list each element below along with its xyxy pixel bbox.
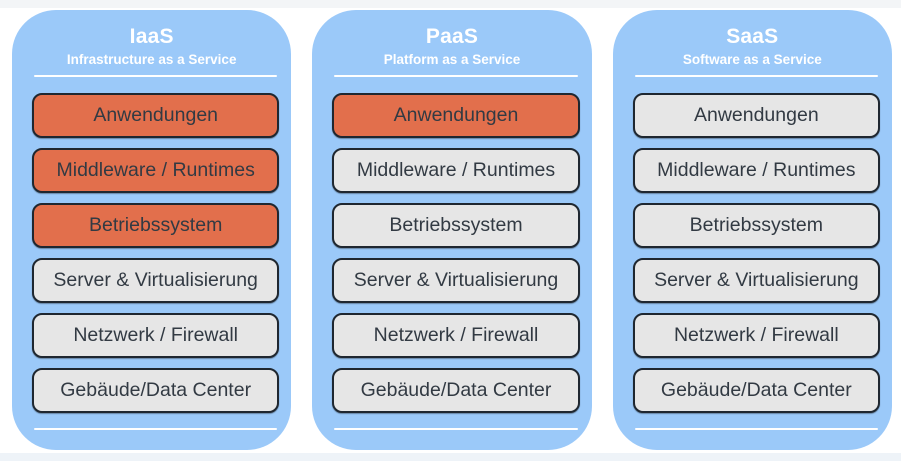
service-model-column-paas: PaaS Platform as a Service Anwendungen M… (312, 10, 592, 450)
layer-box: Netzwerk / Firewall (632, 313, 880, 358)
layer-box: Anwendungen (632, 93, 880, 138)
layer-box: Netzwerk / Firewall (32, 313, 280, 358)
layer-box: Gebäude/Data Center (632, 368, 880, 413)
header-divider-line (634, 75, 878, 77)
column-subtitle: Infrastructure as a Service (66, 52, 237, 67)
layer-box: Server & Virtualisierung (632, 258, 880, 303)
column-header: PaaS Platform as a Service (332, 25, 579, 67)
layer-stack: Anwendungen Middleware / Runtimes Betrie… (632, 93, 880, 413)
layer-box: Server & Virtualisierung (32, 258, 280, 303)
layer-box: Anwendungen (32, 93, 280, 138)
header-divider-line (34, 75, 278, 77)
column-title: PaaS (425, 25, 479, 48)
column-subtitle: Software as a Service (682, 52, 822, 67)
layer-box: Middleware / Runtimes (32, 148, 280, 193)
layer-box: Netzwerk / Firewall (332, 313, 580, 358)
footer-divider-line (634, 428, 878, 430)
header-divider-line (334, 75, 578, 77)
column-header: SaaS Software as a Service (633, 25, 880, 67)
layer-stack: Anwendungen Middleware / Runtimes Betrie… (332, 93, 580, 413)
layer-stack: Anwendungen Middleware / Runtimes Betrie… (32, 93, 280, 413)
layer-box: Server & Virtualisierung (332, 258, 580, 303)
layer-box: Anwendungen (332, 93, 580, 138)
layer-box: Betriebssystem (332, 203, 580, 248)
column-header: IaaS Infrastructure as a Service (32, 25, 279, 67)
layer-box: Betriebssystem (632, 203, 880, 248)
layer-box: Middleware / Runtimes (332, 148, 580, 193)
layer-box: Gebäude/Data Center (332, 368, 580, 413)
footer-divider-line (34, 428, 278, 430)
page-bottom-border (0, 453, 901, 461)
footer-divider-line (334, 428, 578, 430)
layer-box: Middleware / Runtimes (632, 148, 880, 193)
column-title: IaaS (129, 25, 174, 48)
column-subtitle: Platform as a Service (383, 52, 521, 67)
service-model-column-saas: SaaS Software as a Service Anwendungen M… (612, 10, 892, 450)
service-model-column-iaas: IaaS Infrastructure as a Service Anwendu… (12, 10, 292, 450)
page-top-border (0, 0, 901, 8)
layer-box: Gebäude/Data Center (32, 368, 280, 413)
column-title: SaaS (726, 25, 779, 48)
layer-box: Betriebssystem (32, 203, 280, 248)
